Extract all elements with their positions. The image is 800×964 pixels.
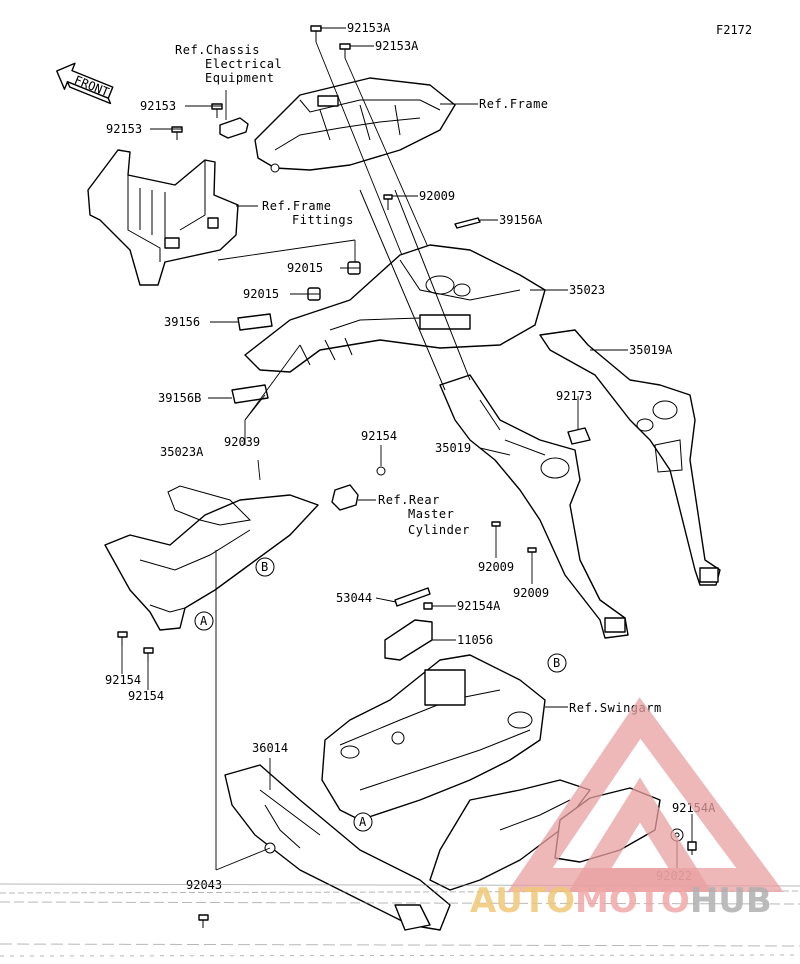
electrical-box-bracket (87, 149, 239, 286)
label-92153a-2: 92153A (375, 39, 419, 53)
callout-a-lower: A (353, 812, 373, 832)
screw-92009-1 (383, 194, 393, 210)
rear-master-bracket (331, 484, 359, 511)
watermark-text: AUTOMOTOHUB (470, 881, 772, 921)
screw-bottom (198, 914, 209, 928)
rod-53044 (394, 587, 431, 607)
label-92009-2: 92009 (478, 560, 514, 574)
svg-text:A: A (200, 614, 208, 628)
watermark-triangle-inner (568, 777, 712, 892)
callout-b-upper: B (255, 557, 275, 577)
bracket-35019a (539, 329, 721, 586)
bolt-92154a-2 (687, 841, 697, 855)
bracket-35019 (439, 374, 629, 639)
screw-92009-3 (527, 547, 537, 553)
label-35019: 35019 (435, 441, 471, 455)
label-92153-1: 92153 (140, 99, 176, 113)
label-39156b: 39156B (158, 391, 201, 405)
ref-frame-fittings-2: Fittings (292, 213, 354, 227)
bracket-11056 (384, 619, 433, 661)
label-92154-1: 92154 (361, 429, 397, 443)
callout-a-left: A (194, 611, 214, 631)
label-92015-1: 92015 (287, 261, 323, 275)
ref-chassis-3: Equipment (205, 71, 275, 85)
label-53044: 53044 (336, 591, 372, 605)
ref-chassis-1: Ref.Chassis (175, 43, 260, 57)
ref-rear-master-1: Ref.Rear (378, 493, 440, 507)
screw-92154-2 (117, 631, 128, 646)
pad-39156 (237, 313, 273, 331)
label-92173: 92173 (556, 389, 592, 403)
bolt-92154a-1 (423, 602, 433, 610)
svg-text:B: B (553, 656, 560, 670)
label-92009-1: 92009 (419, 189, 455, 203)
side-cover-35023a (104, 485, 319, 631)
ref-frame-fittings-1: Ref.Frame (262, 199, 332, 213)
svg-text:A: A (359, 815, 367, 829)
label-36014: 36014 (252, 741, 288, 755)
svg-text:B: B (261, 560, 268, 574)
label-35019a: 35019A (629, 343, 673, 357)
swingarm (321, 654, 591, 891)
label-11056: 11056 (457, 633, 493, 647)
label-92154a-1: 92154A (457, 599, 501, 613)
callout-b-lower: B (547, 653, 567, 673)
ref-rear-master-2: Master (408, 507, 454, 521)
clip-92173 (567, 427, 591, 445)
bracket-small (219, 117, 249, 139)
ref-frame: Ref.Frame (479, 97, 549, 111)
seat-frame-assembly (254, 77, 456, 173)
label-35023: 35023 (569, 283, 605, 297)
bolt-92153-2 (171, 126, 183, 140)
washer-92154-1 (376, 466, 386, 476)
label-92154-3: 92154 (128, 689, 164, 703)
label-39156: 39156 (164, 315, 200, 329)
label-39156a: 39156A (499, 213, 543, 227)
front-arrow: FRONT (56, 62, 114, 105)
label-92015-2: 92015 (243, 287, 279, 301)
bolt-92153a-2 (339, 43, 351, 58)
label-92153-2: 92153 (106, 122, 142, 136)
bolt-92153a-1 (310, 25, 322, 42)
label-92039: 92039 (224, 435, 260, 449)
pad-39156b (231, 384, 269, 404)
screw-92009-2 (491, 521, 501, 527)
seat-cowl-35023 (244, 244, 546, 373)
figure-code: F2172 (716, 23, 752, 37)
mudguard-36014 (224, 764, 451, 931)
label-92154-2: 92154 (105, 673, 141, 687)
screw-92154-3 (143, 647, 154, 662)
bolt-92153-1 (211, 103, 223, 118)
ref-rear-master-3: Cylinder (408, 523, 470, 537)
reference-labels: Ref.Chassis Electrical Equipment Ref.Fra… (175, 43, 661, 715)
label-35023a: 35023A (160, 445, 204, 459)
watermark-logo: AUTOMOTOHUB (470, 697, 784, 921)
label-92009-3: 92009 (513, 586, 549, 600)
label-92153a-1: 92153A (347, 21, 391, 35)
pad-39156a (454, 217, 481, 229)
ref-chassis-2: Electrical (205, 57, 282, 71)
